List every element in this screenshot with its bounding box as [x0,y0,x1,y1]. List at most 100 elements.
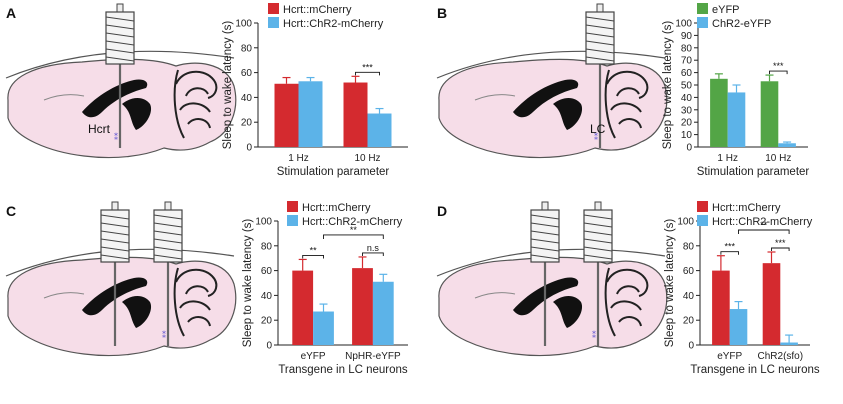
panel-label-d: D [437,203,447,219]
probe-coil [153,222,183,228]
y-tick-label: 40 [261,291,273,302]
bar [780,342,798,345]
probe-coil [530,238,560,244]
bar [760,81,779,147]
probe-cap [594,201,602,211]
optical-probe [585,3,615,148]
significance-label: ** [350,225,358,235]
brain-outline [438,256,668,357]
cortex-line [474,292,516,299]
x-tick-label: eYFP [717,351,742,362]
y-axis-label: Sleep to wake latency (s) [242,219,254,348]
probe-coil [153,238,183,244]
probe-coil [153,230,183,236]
y-tick-label: 60 [683,266,695,277]
probe-cap [541,201,549,211]
bar [274,83,299,147]
optical-probe [583,201,613,346]
probe-coil [583,246,613,252]
probe-coil [530,222,560,228]
legend-swatch [697,17,708,28]
probe-coil [530,246,560,252]
probe-housing [530,209,560,263]
significance-label: *** [362,62,373,72]
brain-outline [7,256,237,357]
y-axis-label: Sleep to wake latency (s) [222,21,234,150]
hippocampus-shape [122,98,152,130]
cerebellum-folds [173,69,218,139]
probe-coil [100,222,130,228]
significance-label: ** [310,245,318,255]
probe-coil [105,40,135,46]
legend-swatch [287,201,298,212]
probe-coil [585,40,615,46]
probe-coil [585,24,615,30]
cerebellum-folds [604,267,649,337]
y-tick-label: 60 [261,266,273,277]
significance-bracket [323,234,384,239]
optical-probe [530,201,560,346]
y-tick-label: 50 [681,81,693,92]
bar [710,78,728,147]
x-tick-label: NpHR-eYFP [345,351,401,362]
y-tick-label: 70 [681,56,693,67]
bar [712,270,730,345]
skull-outline [436,50,666,79]
probe-coil [585,16,615,22]
y-tick-label: 10 [681,130,693,141]
probe-coil [530,230,560,236]
bar [343,82,368,147]
y-tick-label: 80 [681,43,693,54]
significance-label: ** [760,220,768,230]
probe-coil [105,16,135,22]
y-axis-label: Sleep to wake latency (s) [664,219,676,348]
y-tick-label: 20 [241,118,253,129]
y-tick-label: 40 [241,93,253,104]
brain-outline [7,58,237,159]
x-tick-label: ChR2(sfo) [758,351,804,362]
probe-coil [105,48,135,54]
x-tick-label: eYFP [301,351,326,362]
hippocampus-shape [553,296,583,328]
probe-coil [100,246,130,252]
cortex-line [43,94,85,101]
y-tick-label: 100 [677,217,694,228]
probe-housing [153,209,183,263]
legend-label: ChR2-eYFP [712,18,771,30]
y-tick-label: 60 [681,68,693,79]
probe-housing [583,209,613,263]
legend-swatch [697,215,708,226]
probe-coil [100,238,130,244]
y-tick-label: 40 [681,93,693,104]
probe-coil [153,214,183,220]
probe-coil [530,214,560,220]
cortex-line [474,94,516,101]
panel-label-b: B [437,5,447,21]
y-tick-label: 80 [261,241,273,252]
brain-schematic-b: ⁑BLC [436,3,668,159]
y-tick-label: 0 [246,143,252,154]
legend-label: Hcrt::mCherry [712,202,781,214]
panel-label-a: A [6,5,16,21]
target-marker: ⁑ [114,131,118,142]
significance-bracket [771,247,790,251]
probe-coil [100,254,130,260]
bar [729,309,748,345]
brain-schematic-d: ⁑D [436,201,668,357]
probe-coil [583,254,613,260]
probe-cap [111,201,119,211]
legend-swatch [697,3,708,14]
legend-swatch [697,201,708,212]
y-tick-label: 80 [683,241,695,252]
y-tick-label: 100 [255,217,272,228]
probe-coil [583,214,613,220]
x-axis-label: Stimulation parameter [277,166,390,178]
cerebellum-folds [604,69,649,139]
bar [778,143,796,147]
probe-cap [596,3,604,13]
y-tick-label: 0 [688,341,694,352]
probe-coil [585,56,615,62]
